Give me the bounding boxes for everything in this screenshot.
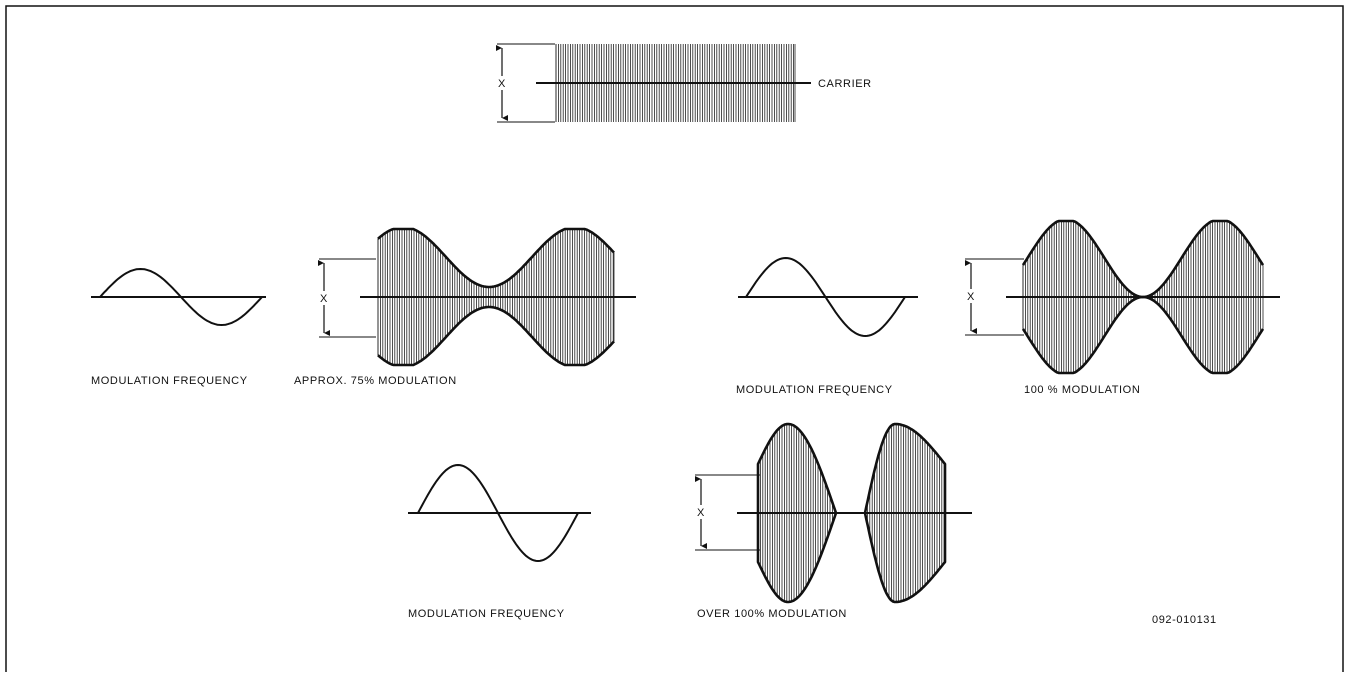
approx-75-label: APPROX. 75% MODULATION [294,375,457,387]
mod-frequency-label-1: MODULATION FREQUENCY [91,375,248,387]
carrier-diagram: X CARRIER [495,43,872,123]
full-100-label: 100 % MODULATION [1024,384,1140,396]
carrier-label: CARRIER [818,78,872,90]
carrier-x-marker: X [495,43,555,123]
modulation-100-diagram: X 100 % MODULATION [964,219,1280,396]
page-border [5,5,1344,672]
sine-wave-2 [738,256,918,338]
over-100-label: OVER 100% MODULATION [697,608,847,620]
x-marker-75: X [317,258,376,338]
envelope-75-top [377,227,615,289]
modulation-over-100-diagram: X OVER 100% MODULATION [694,422,972,620]
x-marker-over-100: X [694,474,760,551]
envelope-75-bottom [377,305,615,367]
mod-frequency-diagram-2: MODULATION FREQUENCY [736,256,918,396]
modulation-75-diagram: X APPROX. 75% MODULATION [294,227,636,387]
envelope-over-100-lobe-2 [863,422,947,604]
mod-frequency-label-3: MODULATION FREQUENCY [408,608,565,620]
x-marker-100: X [964,258,1024,336]
x-label-75: X [320,293,328,305]
mod-frequency-label-2: MODULATION FREQUENCY [736,384,893,396]
mod-frequency-diagram-3: MODULATION FREQUENCY [408,463,591,620]
sine-wave-3 [408,463,591,563]
envelope-over-100-lobe-1 [756,422,838,604]
figure-code: 092-010131 [1152,614,1217,626]
sine-wave-1 [91,267,266,327]
carrier-x-label: X [498,78,506,90]
mod-frequency-diagram-1: MODULATION FREQUENCY [91,267,266,387]
x-label-over-100: X [697,507,705,519]
x-label-100: X [967,291,975,303]
